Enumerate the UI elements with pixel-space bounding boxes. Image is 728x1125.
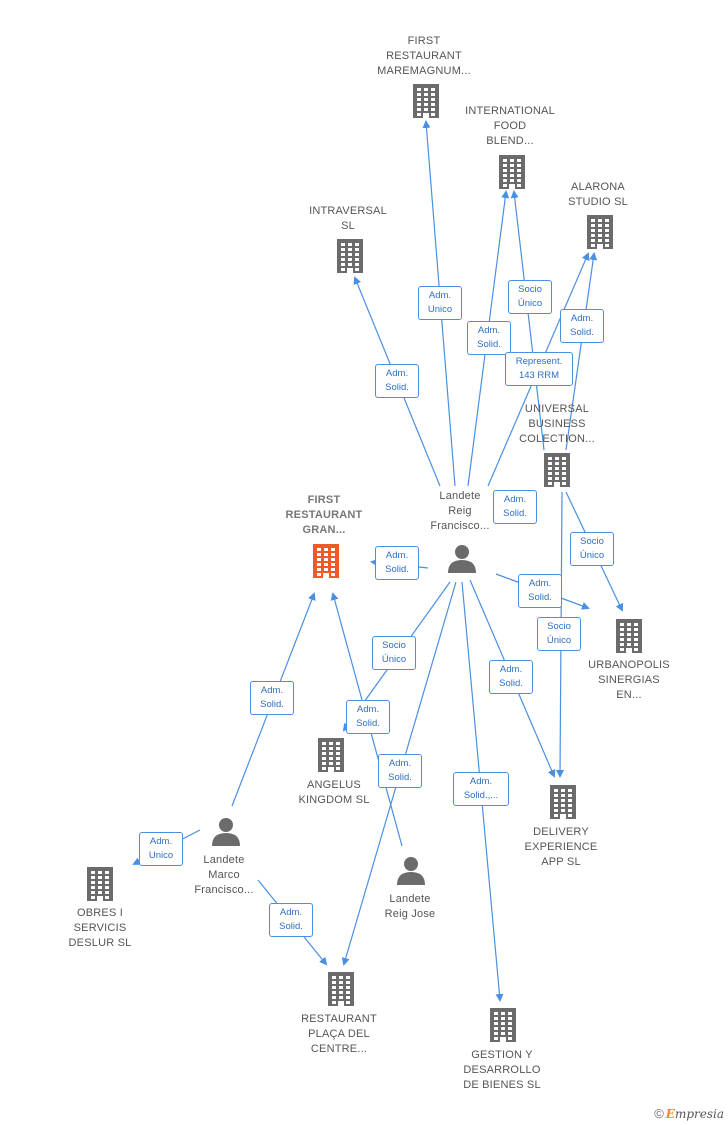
edge-label[interactable]: Adm. Solid. (560, 309, 604, 343)
building-icon[interactable] (87, 867, 113, 901)
building-icon[interactable] (550, 785, 576, 819)
building-icon[interactable] (328, 972, 354, 1006)
building-icon[interactable] (313, 544, 339, 578)
edge-label[interactable]: Adm. Solid. (375, 364, 419, 398)
edge-label[interactable]: Adm. Solid. (346, 700, 390, 734)
empresia-logo: Empresia (665, 1107, 724, 1121)
node-label-angelus[interactable]: ANGELUS KINGDOM SL (298, 779, 370, 806)
node-label-universal[interactable]: UNIVERSAL BUSINESS COLECTION... (519, 403, 595, 445)
building-icon[interactable] (318, 738, 344, 772)
edge-label[interactable]: Adm. Solid. (493, 490, 537, 524)
edge-label[interactable]: Adm. Solid. (250, 681, 294, 715)
building-icon[interactable] (544, 453, 570, 487)
edge-universal-to-intl_food (510, 190, 545, 451)
edge-label[interactable]: Adm. Solid. (378, 754, 422, 788)
edge-label[interactable]: Adm. Solid. (269, 903, 313, 937)
person-icon[interactable] (212, 818, 240, 846)
node-label-alarona[interactable]: ALARONA STUDIO SL (568, 181, 628, 208)
building-icon[interactable] (413, 84, 439, 118)
node-label-landete-marco[interactable]: Landete Marco Francisco... (194, 854, 254, 896)
node-label-first-maremagnum[interactable]: FIRST RESTAURANT MAREMAGNUM... (377, 35, 471, 77)
edge-label[interactable]: Adm. Unico (139, 832, 183, 866)
node-label-restaurant-placa[interactable]: RESTAURANT PLAÇA DEL CENTRE... (301, 1013, 377, 1055)
node-label-delivery[interactable]: DELIVERY EXPERIENCE APP SL (524, 826, 598, 868)
node-label-gestion[interactable]: GESTION Y DESARROLLO DE BIENES SL (463, 1049, 541, 1091)
edge-label[interactable]: Adm. Solid. (518, 574, 562, 608)
node-label-landete-francisco[interactable]: Landete Reig Francisco... (430, 490, 490, 532)
node-label-obres[interactable]: OBRES I SERVICIS DESLUR SL (68, 907, 132, 949)
building-icon[interactable] (616, 619, 642, 653)
edge-label[interactable]: Adm. Solid. (467, 321, 511, 355)
edge-label-represent[interactable]: Represent. 143 RRM (505, 352, 573, 386)
node-label-landete-jose[interactable]: Landete Reig Jose (384, 893, 436, 920)
building-icon[interactable] (337, 239, 363, 273)
empresia-watermark[interactable]: ©Empresia (654, 1106, 724, 1121)
node-label-urbanopolis[interactable]: URBANOPOLIS SINERGIAS EN... (588, 659, 670, 701)
edge-label[interactable]: Socio Único (570, 532, 614, 566)
person-icon[interactable] (448, 545, 476, 573)
edge-label[interactable]: Adm. Unico (418, 286, 462, 320)
edge-label[interactable]: Adm. Solid. (489, 660, 533, 694)
person-icon[interactable] (397, 857, 425, 885)
node-label-intl-food[interactable]: INTERNATIONAL FOOD BLEND... (465, 105, 555, 147)
edge-label[interactable]: Adm. Solid.,... (453, 772, 509, 806)
edge-universal-to-alarona (565, 252, 598, 451)
node-label-first-gran[interactable]: FIRST RESTAURANT GRAN... (285, 494, 363, 536)
copyright-symbol: © (654, 1106, 664, 1121)
edge-label[interactable]: Socio Único (372, 636, 416, 670)
node-label-intraversal[interactable]: INTRAVERSAL SL (309, 205, 387, 232)
edge-label[interactable]: Socio Único (508, 280, 552, 314)
building-icon[interactable] (587, 215, 613, 249)
icons-layer (87, 84, 642, 1042)
edge-label[interactable]: Socio Único (537, 617, 581, 651)
building-icon[interactable] (490, 1008, 516, 1042)
edge-label[interactable]: Adm. Solid. (375, 546, 419, 580)
building-icon[interactable] (499, 155, 525, 189)
